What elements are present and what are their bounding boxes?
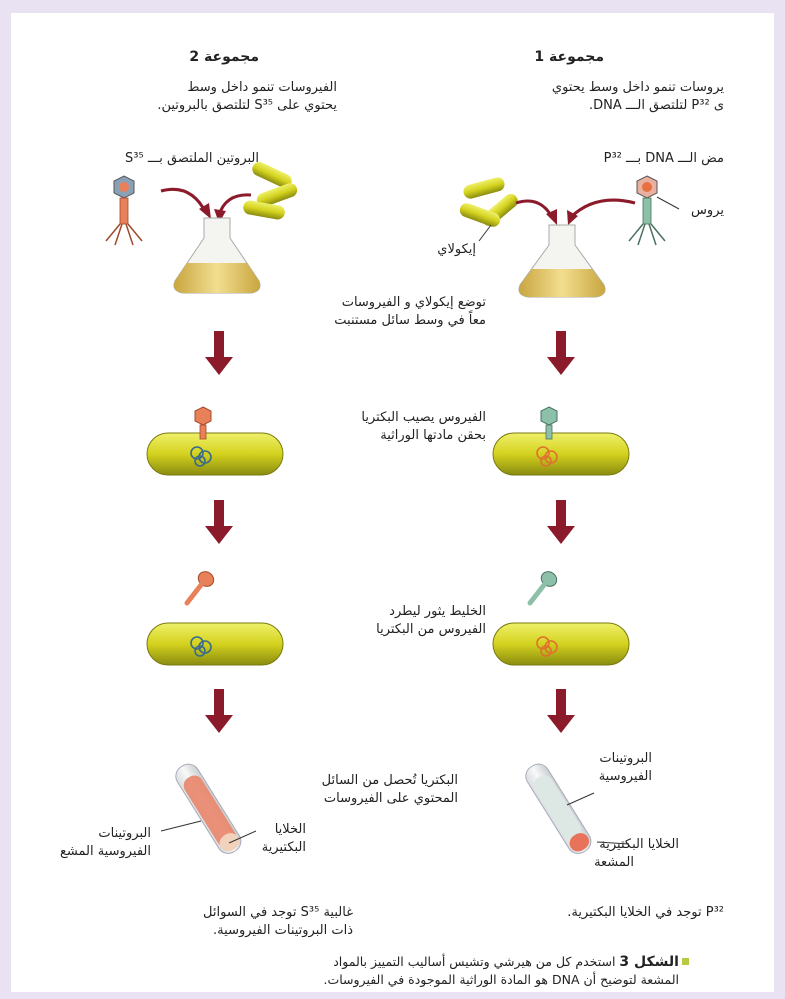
group1-cells-line1: الخلايا البكتيرية — [599, 836, 679, 853]
group2-cells-line2: البكتيرية — [262, 839, 306, 856]
group2-cells-line1: الخلايا — [275, 821, 306, 838]
group2-medium-line1: الفيروسات تنمو داخل وسط — [187, 79, 337, 96]
step2-line2: بحقن مادتها الوراثية — [380, 427, 486, 444]
group1-ecoli-label: إيكولاي — [437, 241, 476, 258]
figure-page: مجموعة 2 مجموعة 1 الفيروسات تنمو داخل وس… — [11, 13, 774, 992]
group2-virus-icon — [106, 176, 142, 245]
group1-ecoli-icon — [458, 176, 521, 229]
group1-bacterium-icon — [493, 623, 629, 665]
group2-proteins-line1: البروتينات — [98, 825, 151, 842]
down-arrow-icon — [205, 500, 233, 544]
caption-label: الشكل 3 — [619, 954, 679, 970]
group1-result: P³² توجد في الخلايا البكتيرية. — [567, 904, 724, 921]
group2-infected-bacterium-icon — [147, 407, 283, 475]
group2-proteins-line2: الفيروسية المشع — [60, 843, 151, 860]
group2-bacteria-liquid-line2: المحتوي على الفيروسات — [324, 790, 458, 807]
step1-line1: توضع إيكولاي و الفيروسات — [342, 294, 486, 311]
group1-infected-bacterium-icon — [493, 407, 629, 475]
group2-result-line1: غالبية S³⁵ توجد في السوائل — [203, 904, 353, 921]
down-arrow-icon — [547, 500, 575, 544]
caption-bullet-icon — [682, 958, 689, 965]
down-arrow-icon — [205, 689, 233, 733]
step2-line1: الفيروس يصيب البكتريا — [361, 409, 486, 426]
group1-dna-label: مض الـــ DNA بـــ P³² — [604, 150, 724, 167]
down-arrow-icon — [547, 689, 575, 733]
group1-proteins-line1: البروتينات — [599, 750, 652, 767]
step1-line2: معاً في وسط سائل مستنبت — [334, 312, 486, 329]
group1-proteins-line2: الفيروسية — [599, 768, 652, 785]
group2-flask-icon — [174, 218, 260, 293]
figure-caption: الشكل 3 استخدم كل من هيرشي وتشيس أساليب … — [333, 953, 679, 971]
group1-detached-virus-icon — [530, 569, 560, 603]
down-arrow-icon — [205, 331, 233, 375]
caption-line1: استخدم كل من هيرشي وتشيس أساليب التمييز … — [333, 954, 615, 969]
group1-medium-line1: يروسات تنمو داخل وسط يحتوي — [552, 79, 724, 96]
group1-test-tube-icon — [522, 760, 595, 858]
group2-result-line2: ذات البروتينات الفيروسية. — [213, 922, 353, 939]
group2-title: مجموعة 2 — [189, 49, 259, 66]
group1-cells-line2: المشعة — [594, 854, 634, 871]
group2-bacterium-icon — [147, 623, 283, 665]
down-arrow-icon — [547, 331, 575, 375]
group2-bacteria-liquid-line1: البكتريا تُحصل من السائل — [322, 772, 458, 789]
step3-line1: الخليط يثور ليطرد — [389, 603, 486, 620]
step3-line2: الفيروس من البكتريا — [376, 621, 486, 638]
group1-medium-line2: ى P³² لتلتصق الـــ DNA. — [589, 97, 724, 114]
group2-test-tube-icon — [172, 760, 245, 858]
group2-detached-virus-icon — [187, 569, 217, 603]
group2-protein-label: البروتين الملتصق بـــ S³⁵ — [125, 150, 259, 167]
group1-virus-icon — [629, 176, 665, 245]
group2-medium-line2: يحتوي على S³⁵ لتلتصق بالبروتين. — [157, 97, 337, 114]
group1-virus-label: يروس — [691, 202, 724, 219]
caption-line2: المشعة لتوضيح أن DNA هو المادة الوراثية … — [323, 971, 679, 988]
group2-ecoli-icon — [242, 160, 299, 221]
group1-title: مجموعة 1 — [534, 49, 604, 66]
group1-flask-icon — [519, 225, 605, 297]
